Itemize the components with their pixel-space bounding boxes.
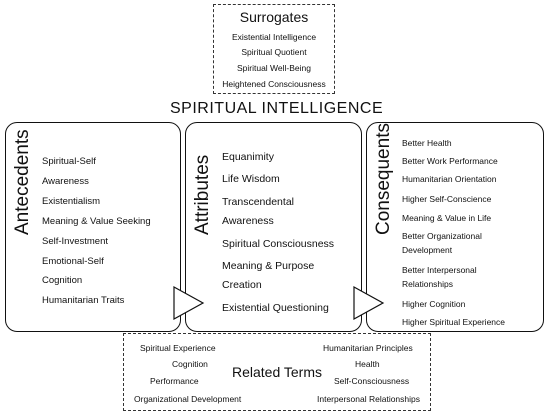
antecedent-item: Meaning & Value Seeking [42, 216, 151, 227]
attribute-item: Transcendental [222, 196, 294, 208]
antecedent-item: Humanitarian Traits [42, 295, 125, 306]
consequent-item: Higher Cognition [402, 299, 466, 309]
related-terms-title: Related Terms [231, 364, 322, 380]
surrogate-item: Heightened Consciousness [222, 79, 326, 89]
attribute-item: Creation [222, 279, 262, 291]
consequent-item: Better Organizational [402, 231, 482, 241]
antecedent-item: Spiritual-Self [42, 156, 96, 167]
related-term: Cognition [172, 359, 208, 369]
related-term: Interpersonal Relationships [317, 394, 421, 404]
antecedents-box: Antecedents Spiritual-Self Awareness Exi… [5, 122, 181, 332]
related-term: Health [355, 359, 380, 369]
surrogate-item: Existential Intelligence [231, 32, 317, 42]
attribute-item: Life Wisdom [222, 173, 280, 185]
consequent-item: Higher Self-Conscience [402, 194, 492, 204]
related-term: Self-Consciousness [334, 376, 410, 386]
related-terms-box: Related Terms Spiritual Experience Cogni… [123, 333, 431, 411]
consequent-item: Development [402, 245, 453, 255]
antecedent-item: Awareness [42, 176, 89, 187]
arrow-attributes-to-consequents [353, 286, 385, 320]
consequents-box: Consequents Better Health Better Work Pe… [366, 122, 544, 332]
attributes-heading-text: Attributes [192, 154, 213, 235]
attribute-item: Awareness [222, 215, 274, 227]
antecedent-item: Emotional-Self [42, 256, 104, 267]
antecedent-item: Cognition [42, 275, 83, 286]
surrogates-title: Surrogates [239, 9, 309, 25]
antecedents-heading-text: Antecedents [12, 129, 33, 235]
consequent-item: Meaning & Value in Life [402, 213, 492, 223]
consequent-item: Better Work Performance [402, 156, 498, 166]
antecedents-heading: Antecedents [8, 123, 36, 235]
surrogates-box: Surrogates Existential Intelligence Spir… [213, 4, 335, 94]
related-term: Organizational Development [134, 394, 242, 404]
related-term: Performance [150, 376, 199, 386]
attributes-box: Attributes Equanimity Life Wisdom Transc… [185, 122, 362, 332]
attribute-item: Spiritual Consciousness [222, 238, 335, 250]
consequent-item: Better Interpersonal [402, 265, 477, 275]
surrogate-item: Spiritual Quotient [241, 47, 307, 57]
attribute-item: Equanimity [222, 151, 274, 163]
consequent-item: Higher Spiritual Experience [402, 317, 505, 327]
main-title: SPIRITUAL INTELLIGENCE [170, 100, 384, 117]
antecedent-item: Existentialism [42, 196, 101, 207]
consequent-item: Better Health [402, 138, 452, 148]
consequent-item: Humanitarian Orientation [402, 174, 497, 184]
arrow-antecedents-to-attributes [173, 286, 205, 320]
antecedent-item: Self-Investment [42, 236, 108, 247]
related-term: Humanitarian Principles [323, 343, 413, 353]
consequents-heading: Consequents [369, 123, 397, 235]
consequent-item: Relationships [402, 279, 454, 289]
surrogate-item: Spiritual Well-Being [236, 63, 311, 73]
attributes-heading: Attributes [188, 123, 216, 235]
attribute-item: Existential Questioning [222, 302, 329, 314]
related-term: Spiritual Experience [140, 343, 216, 353]
consequents-heading-text: Consequents [373, 123, 394, 235]
attribute-item: Meaning & Purpose [222, 260, 315, 272]
